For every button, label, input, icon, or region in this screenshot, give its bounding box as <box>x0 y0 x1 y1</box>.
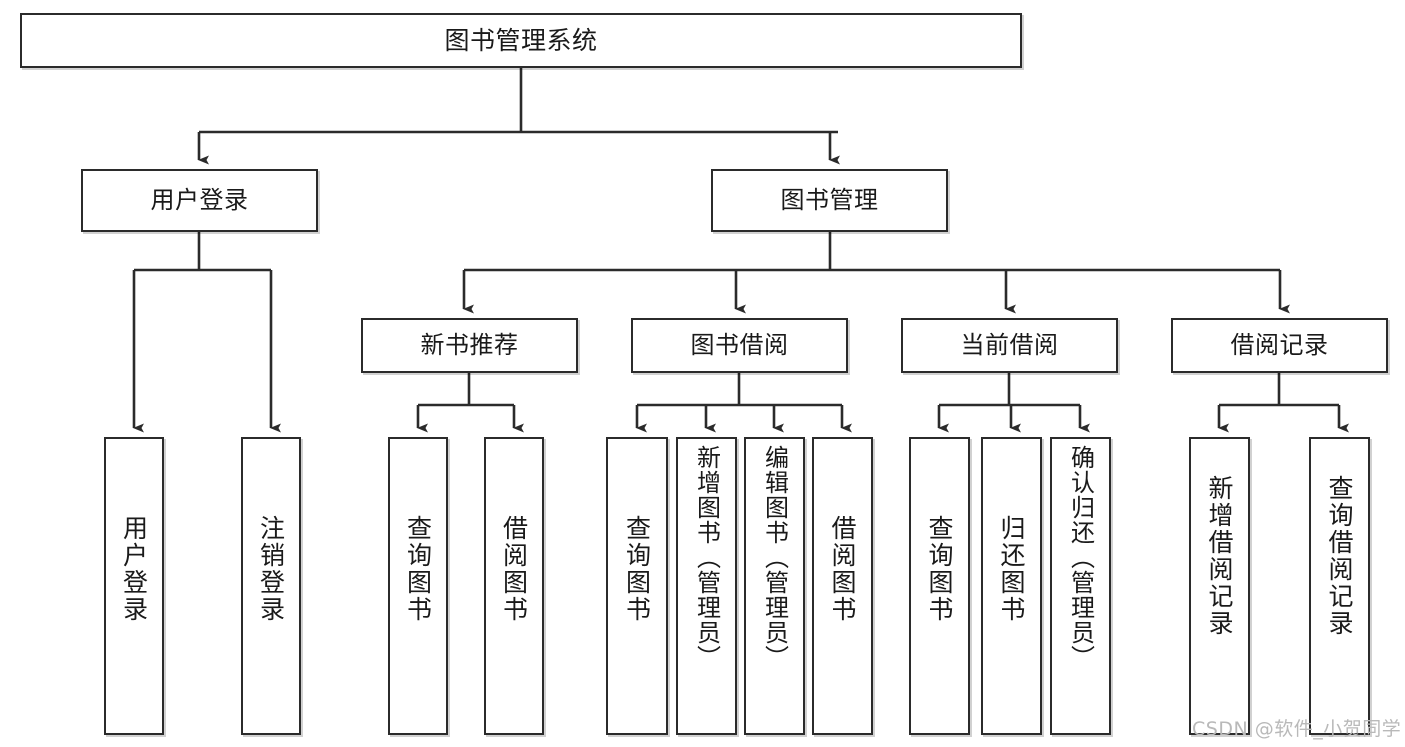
node-leaf-confirm-return-label: 确认归还（管理员） <box>1066 445 1095 670</box>
node-leaf-user-login-label: 用户登录 <box>119 515 149 623</box>
node-leaf-user-logout[interactable]: 注销登录 <box>241 437 301 735</box>
node-new-book-rec-label: 新书推荐 <box>420 331 519 360</box>
node-root[interactable]: 图书管理系统 <box>20 13 1022 68</box>
node-leaf-add-record-label: 新增借阅记录 <box>1205 475 1234 637</box>
node-current-borrow[interactable]: 当前借阅 <box>901 318 1118 373</box>
node-leaf-borrow-book-1-label: 借阅图书 <box>499 515 529 623</box>
node-borrow-record[interactable]: 借阅记录 <box>1171 318 1388 373</box>
node-leaf-return-book-label: 归还图书 <box>997 515 1026 623</box>
node-user-login[interactable]: 用户登录 <box>81 169 318 232</box>
node-leaf-query-record[interactable]: 查询借阅记录 <box>1309 437 1370 735</box>
node-root-label: 图书管理系统 <box>444 25 598 55</box>
node-leaf-confirm-return[interactable]: 确认归还（管理员） <box>1050 437 1111 735</box>
node-leaf-query-book-2-label: 查询图书 <box>622 515 652 623</box>
node-leaf-add-record[interactable]: 新增借阅记录 <box>1189 437 1250 735</box>
node-current-borrow-label: 当前借阅 <box>960 331 1059 360</box>
node-book-manage-label: 图书管理 <box>780 186 879 215</box>
node-leaf-borrow-book-2-label: 借阅图书 <box>828 515 857 623</box>
node-book-borrow[interactable]: 图书借阅 <box>631 318 848 373</box>
node-leaf-query-book-1[interactable]: 查询图书 <box>388 437 448 735</box>
csdn-watermark: CSDN @软件_小贺同学 <box>1192 718 1402 740</box>
node-new-book-rec[interactable]: 新书推荐 <box>361 318 578 373</box>
node-leaf-user-logout-label: 注销登录 <box>256 515 286 623</box>
node-leaf-query-book-2[interactable]: 查询图书 <box>606 437 668 735</box>
node-leaf-query-record-label: 查询借阅记录 <box>1325 475 1354 637</box>
node-book-borrow-label: 图书借阅 <box>690 331 789 360</box>
node-leaf-edit-book-label: 编辑图书（管理员） <box>760 445 789 670</box>
node-leaf-query-book-3-label: 查询图书 <box>925 515 954 623</box>
node-leaf-user-login[interactable]: 用户登录 <box>104 437 164 735</box>
node-borrow-record-label: 借阅记录 <box>1230 331 1329 360</box>
node-leaf-borrow-book-2[interactable]: 借阅图书 <box>812 437 873 735</box>
node-leaf-add-book-label: 新增图书（管理员） <box>692 445 721 670</box>
node-user-login-label: 用户登录 <box>150 186 249 215</box>
node-leaf-edit-book[interactable]: 编辑图书（管理员） <box>744 437 805 735</box>
node-leaf-query-book-1-label: 查询图书 <box>403 515 433 623</box>
node-leaf-query-book-3[interactable]: 查询图书 <box>909 437 970 735</box>
node-leaf-return-book[interactable]: 归还图书 <box>981 437 1042 735</box>
node-book-manage[interactable]: 图书管理 <box>711 169 948 232</box>
node-leaf-borrow-book-1[interactable]: 借阅图书 <box>484 437 544 735</box>
node-leaf-add-book[interactable]: 新增图书（管理员） <box>676 437 737 735</box>
